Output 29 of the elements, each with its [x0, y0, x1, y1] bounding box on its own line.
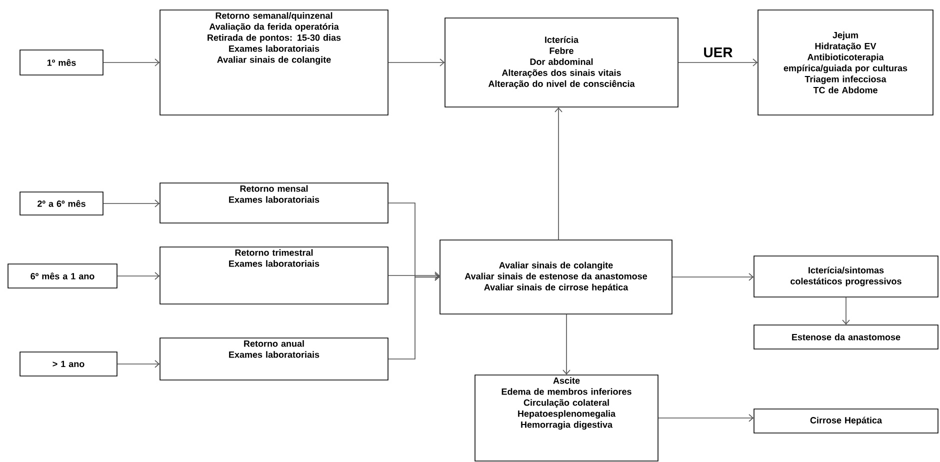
- arrow: [658, 414, 754, 422]
- arrow: [678, 58, 758, 66]
- step-box: Cirrose Hepática: [754, 408, 938, 434]
- step-box: Icterícia/sintomas colestáticos progressivos: [754, 256, 938, 298]
- arrow: [554, 107, 562, 240]
- step-box: Estenose da anastomose: [754, 324, 938, 350]
- arrow: [842, 296, 850, 325]
- arrow: [672, 273, 754, 281]
- step-box: Retorno mensal Exames laboratoriais: [160, 182, 388, 224]
- arrow: [388, 273, 440, 360]
- step-box: Retorno trimestral Exames laboratoriais: [160, 246, 388, 304]
- period-box: 6º mês a 1 ano: [8, 264, 118, 288]
- arrow: [103, 58, 160, 66]
- arrow: [388, 58, 445, 66]
- arrow: [117, 360, 160, 368]
- edge-label: UER: [702, 46, 734, 58]
- period-box: > 1 ano: [20, 352, 118, 376]
- arrow: [562, 314, 570, 375]
- step-box: Jejum Hidratação EV Antibioticoterapia empírica/guiada por culturas Triagem infecciosa TC de Abdome: [758, 10, 934, 116]
- step-box: Avaliar sinais de colangite Avaliar sinais de estenose da anastomose Avaliar sinais de cirrose hepática: [440, 240, 672, 314]
- arrow: [388, 272, 440, 280]
- arrow: [117, 272, 160, 280]
- step-box: Retorno anual Exames laboratoriais: [160, 338, 388, 380]
- step-box: Ascite Edema de membros inferiores Circulação colateral Hepatoesplenomegalia Hemorragia digestiva: [474, 374, 658, 462]
- period-box: 1º mês: [20, 50, 104, 76]
- step-box: Retorno semanal/quinzenal Avaliação da ferida operatória Retirada de pontos: 15-30 dias Exames laboratoriais Avaliar sinais de colangite: [160, 10, 388, 116]
- arrow: [103, 200, 160, 208]
- step-box: Icterícia Febre Dor abdominal Alterações dos sinais vitais Alteração do nivel de consciência: [444, 18, 678, 108]
- period-box: 2º a 6º mês: [20, 192, 104, 216]
